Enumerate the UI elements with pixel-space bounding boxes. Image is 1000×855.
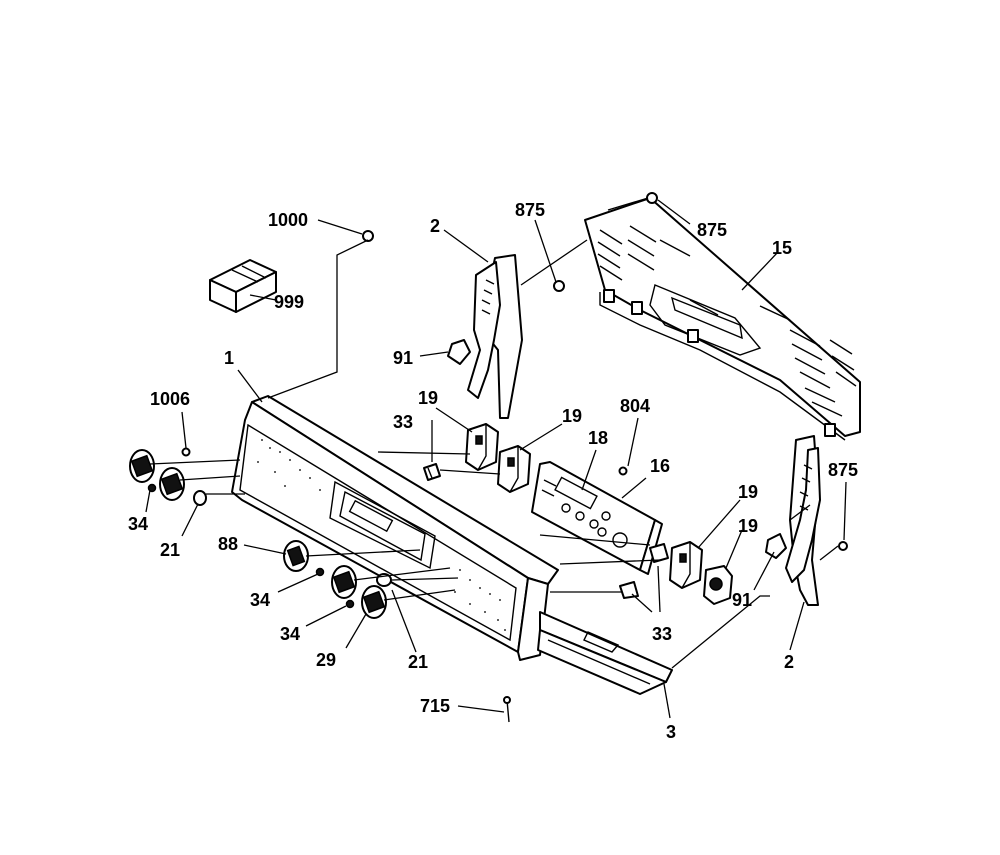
label-21-left: 21: [160, 540, 180, 560]
label-91-left: 91: [393, 348, 413, 368]
label-19-a: 19: [418, 388, 438, 408]
label-33-left: 33: [393, 412, 413, 432]
screw-parts: [181, 192, 848, 723]
label-875-rear: 875: [697, 220, 727, 240]
clip-part-c: [619, 581, 639, 599]
knob-spring-parts: [147, 483, 355, 609]
label-34-left: 34: [128, 514, 148, 534]
clip-part-b: [649, 543, 669, 563]
wire-connector-parts: [447, 339, 787, 559]
label-29: 29: [316, 650, 336, 670]
control-panel-speckle: [257, 439, 506, 631]
knob-part-a: [129, 449, 155, 483]
knob-part-d: [331, 565, 357, 599]
knob-part-c: [283, 540, 309, 572]
switch-part-c: [669, 541, 703, 589]
knob-part-e: [361, 585, 387, 619]
label-16: 16: [650, 456, 670, 476]
label-804: 804: [620, 396, 650, 416]
label-3: 3: [666, 722, 676, 742]
manual-box-part: [209, 259, 277, 313]
label-34-mid: 34: [250, 590, 270, 610]
label-715: 715: [420, 696, 450, 716]
knob-part-b: [159, 467, 185, 501]
rear-panel-part: [584, 197, 861, 441]
label-875-right: 875: [828, 460, 858, 480]
bottom-trim-part: [537, 611, 673, 695]
clip-part-a: [423, 463, 441, 481]
right-side-bracket-part: [785, 435, 821, 606]
switch-part-b: [497, 445, 531, 493]
label-1: 1: [224, 348, 234, 368]
label-2-right: 2: [784, 652, 794, 672]
part-number-labels: 1000 999 2 875 875 15 91 1 1006 19 33 19…: [128, 200, 858, 742]
label-34-low: 34: [280, 624, 300, 644]
label-15: 15: [772, 238, 792, 258]
label-2-left: 2: [430, 216, 440, 236]
switch-part-d: [703, 565, 733, 605]
rear-panel-vents: [597, 225, 857, 417]
label-18: 18: [588, 428, 608, 448]
label-19-c: 19: [738, 482, 758, 502]
label-33-right: 33: [652, 624, 672, 644]
switch-part-a: [465, 423, 499, 471]
label-88: 88: [218, 534, 238, 554]
label-19-b: 19: [562, 406, 582, 426]
control-panel-part: [231, 395, 559, 661]
label-875-top: 875: [515, 200, 545, 220]
left-side-bracket-part: [467, 254, 523, 419]
label-999: 999: [274, 292, 304, 312]
bushing-parts: [193, 490, 392, 587]
label-1000: 1000: [268, 210, 308, 230]
callout-leaders: [145, 199, 847, 719]
label-21-right: 21: [408, 652, 428, 672]
electronic-control-part: [531, 461, 663, 575]
label-19-d: 19: [738, 516, 758, 536]
label-91-right: 91: [732, 590, 752, 610]
label-1006: 1006: [150, 389, 190, 409]
